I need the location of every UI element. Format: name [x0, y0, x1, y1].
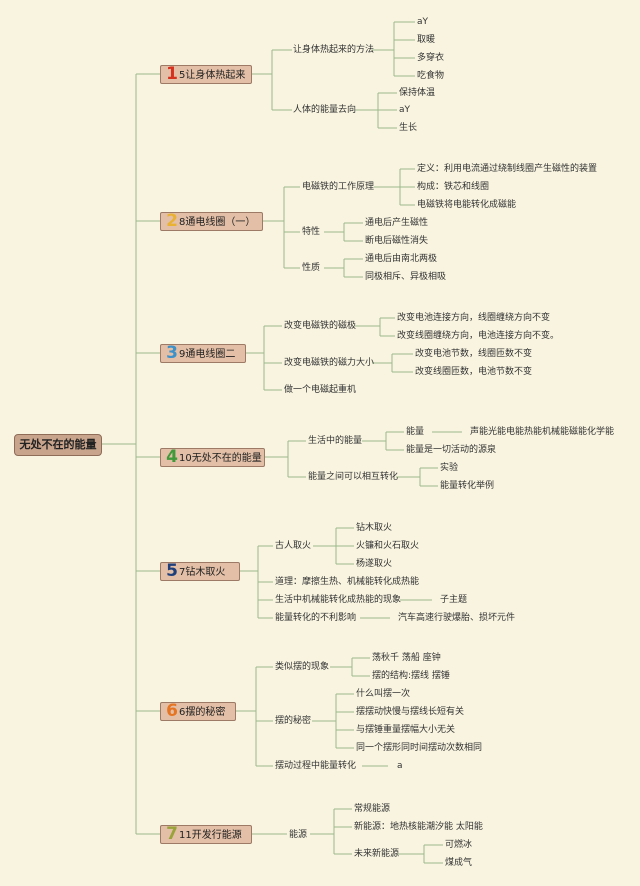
branch-number: 4: [166, 447, 178, 467]
leaf: 电磁铁将电能转化成磁能: [417, 200, 517, 210]
leaf: 杨遂取火: [356, 559, 393, 569]
branch-label: 5让身体热起来: [179, 70, 246, 81]
leaf: 构成：铁芯和线圈: [417, 182, 490, 192]
leaf-detail: 声能光能电能热能机械能磁能化学能: [470, 427, 615, 437]
sub-topic: 生活中机械能转化成热能的现象: [275, 595, 402, 605]
sub-topic: 能量转化的不利影响: [275, 613, 357, 623]
leaf: 生长: [399, 123, 418, 133]
leaf: 能量转化举例: [440, 481, 495, 491]
sub-topic: 改变电磁铁的磁力大小: [284, 358, 375, 368]
leaf: 子主题: [440, 595, 468, 605]
leaf: 通电后产生磁性: [365, 218, 429, 228]
leaf: 同一个摆形同时间摆动次数相同: [356, 743, 483, 753]
branch-label: 10无处不在的能量: [179, 453, 262, 464]
leaf: 新能源：地热核能潮汐能 太阳能: [354, 822, 483, 832]
branch-3: 39通电线圈二: [160, 344, 246, 363]
sub-topic: 古人取火: [275, 541, 312, 551]
branch-2: 28通电线圈（一）: [160, 212, 263, 231]
sub-topic: 能量之间可以相互转化: [308, 472, 399, 482]
leaf: 改变电池节数，线圈匝数不变: [415, 349, 533, 359]
branch-7: 711开发行能源: [160, 825, 252, 844]
leaf: 取暖: [417, 35, 436, 45]
leaf: 荡秋千 荡船 座钟: [372, 653, 441, 663]
sub-topic: 让身体热起来的方法: [293, 45, 375, 55]
sub-topic: 特性: [302, 227, 321, 237]
sub-topic: 类似摆的现象: [275, 662, 330, 672]
leaf: 改变电池连接方向，线圈缠绕方向不变: [397, 313, 551, 323]
branch-label: 6摆的秘密: [179, 707, 226, 718]
leaf: 火镰和火石取火: [356, 541, 420, 551]
leaf: 未来新能源: [354, 849, 400, 859]
leaf: 煤成气: [445, 858, 473, 868]
leaf: 能量是一切活动的源泉: [406, 445, 497, 455]
leaf: 常规能源: [354, 804, 391, 814]
sub-topic: 摆动过程中能量转化: [275, 761, 357, 771]
leaf: 改变线圈匝数，电池节数不变: [415, 367, 533, 377]
branch-number: 7: [166, 824, 178, 844]
branch-6: 66摆的秘密: [160, 702, 236, 721]
leaf: 摆的结构:摆线 摆锤: [372, 671, 450, 681]
leaf: 改变线圈缠绕方向，电池连接方向不变。: [397, 331, 560, 341]
leaf: 断电后磁性消失: [365, 236, 429, 246]
sub-topic: 摆的秘密: [275, 716, 312, 726]
leaf: 通电后由南北两极: [365, 254, 438, 264]
sub-topic: 人体的能量去向: [293, 105, 357, 115]
sub-topic: 能源: [289, 830, 308, 840]
leaf: 同极相斥、异极相吸: [365, 272, 447, 282]
branch-label: 11开发行能源: [179, 830, 242, 841]
leaf: 多穿衣: [417, 53, 445, 63]
leaf: a: [397, 761, 403, 771]
leaf: 实验: [440, 463, 459, 473]
sub-topic: 改变电磁铁的磁极: [284, 321, 357, 331]
root-node: 无处不在的能量: [14, 434, 102, 456]
leaf: 保持体温: [399, 88, 436, 98]
branch-5: 57钻木取火: [160, 562, 240, 581]
leaf: 与摆锤重量摆幅大小无关: [356, 725, 456, 735]
sub-topic: 做一个电磁起重机: [284, 385, 357, 395]
leaf: 可燃冰: [445, 840, 473, 850]
branch-label: 9通电线圈二: [179, 349, 236, 360]
leaf: 能量: [406, 427, 425, 437]
sub-topic: 道理：摩擦生热、机械能转化成热能: [275, 577, 420, 587]
leaf: 汽车高速行驶爆胎、损坏元件: [398, 613, 516, 623]
branch-number: 2: [166, 211, 178, 231]
branch-number: 3: [166, 343, 178, 363]
leaf: 钻木取火: [356, 523, 393, 533]
branch-label: 7钻木取火: [179, 567, 226, 578]
branch-number: 5: [166, 561, 178, 581]
branch-label: 8通电线圈（一）: [179, 217, 256, 228]
sub-topic: 电磁铁的工作原理: [302, 182, 375, 192]
leaf: aY: [399, 105, 411, 115]
leaf: 什么叫摆一次: [356, 689, 411, 699]
leaf: 吃食物: [417, 71, 445, 81]
sub-topic: 生活中的能量: [308, 436, 363, 446]
branch-number: 6: [166, 701, 178, 721]
leaf: 摆摆动快慢与摆线长短有关: [356, 707, 465, 717]
leaf: aY: [417, 17, 429, 27]
sub-topic: 性质: [302, 263, 321, 273]
branch-4: 410无处不在的能量: [160, 448, 265, 467]
branch-number: 1: [166, 64, 178, 84]
leaf: 定义：利用电流通过绕制线圈产生磁性的装置: [417, 164, 598, 174]
branch-1: 15让身体热起来: [160, 65, 252, 84]
